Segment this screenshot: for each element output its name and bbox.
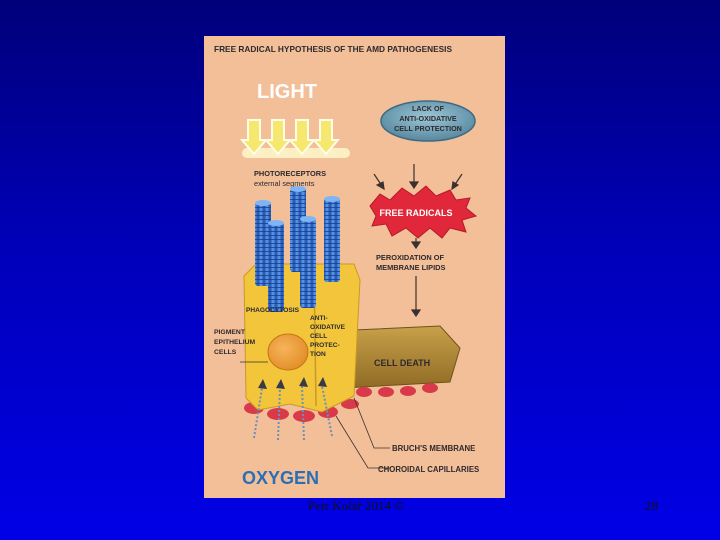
down-arrow-icon	[412, 276, 420, 316]
free-radicals-burst: FREE RADICALS	[370, 186, 476, 238]
svg-text:PROTEC-: PROTEC-	[310, 342, 340, 349]
svg-text:PIGMENT: PIGMENT	[214, 329, 246, 336]
bruchs-membrane-label: BRUCH'S MEMBRANE	[392, 444, 475, 453]
phagocytosis-label: PHAGOCYTOSIS	[246, 307, 300, 314]
light-arrows-icon	[242, 120, 350, 158]
lack-line-2: ANTI-OXIDATIVE	[399, 114, 457, 123]
slide-number: 28	[645, 498, 658, 514]
svg-text:ANTI-: ANTI-	[310, 315, 328, 322]
author-credit: Petr Kolář 2014 ©	[308, 498, 404, 514]
peroxidation-line-1: PEROXIDATION OF	[376, 253, 445, 262]
svg-text:OXIDATIVE: OXIDATIVE	[310, 324, 346, 331]
svg-text:EPITHELIUM: EPITHELIUM	[214, 339, 255, 346]
svg-text:TION: TION	[310, 351, 326, 358]
lack-of-protection-ellipse: LACK OF ANTI-OXIDATIVE CELL PROTECTION	[381, 101, 475, 141]
peroxidation-line-2: MEMBRANE LIPIDS	[376, 263, 445, 272]
choroidal-capillaries-label: CHOROIDAL CAPILLARIES	[378, 465, 479, 474]
converging-arrows-icon	[374, 164, 462, 189]
photoreceptors-label: PHOTORECEPTORS	[254, 169, 326, 178]
free-radicals-label: FREE RADICALS	[379, 208, 452, 218]
leader-lines	[336, 398, 390, 468]
photoreceptors-sublabel: external segments	[254, 179, 315, 188]
svg-text:CELLS: CELLS	[214, 349, 237, 356]
lack-line-1: LACK OF	[412, 104, 445, 113]
diagram-title: FREE RADICAL HYPOTHESIS OF THE AMD PATHO…	[214, 44, 452, 54]
nucleus	[268, 334, 308, 370]
oxygen-label: OXYGEN	[242, 468, 319, 488]
amd-diagram-figure: FREE RADICAL HYPOTHESIS OF THE AMD PATHO…	[204, 36, 505, 498]
light-label: LIGHT	[257, 81, 317, 103]
down-arrow-icon	[412, 238, 420, 248]
cell-death-block: CELL DEATH	[344, 326, 460, 397]
lack-line-3: CELL PROTECTION	[394, 124, 462, 133]
svg-text:CELL: CELL	[310, 333, 327, 340]
cell-death-label: CELL DEATH	[374, 358, 430, 368]
